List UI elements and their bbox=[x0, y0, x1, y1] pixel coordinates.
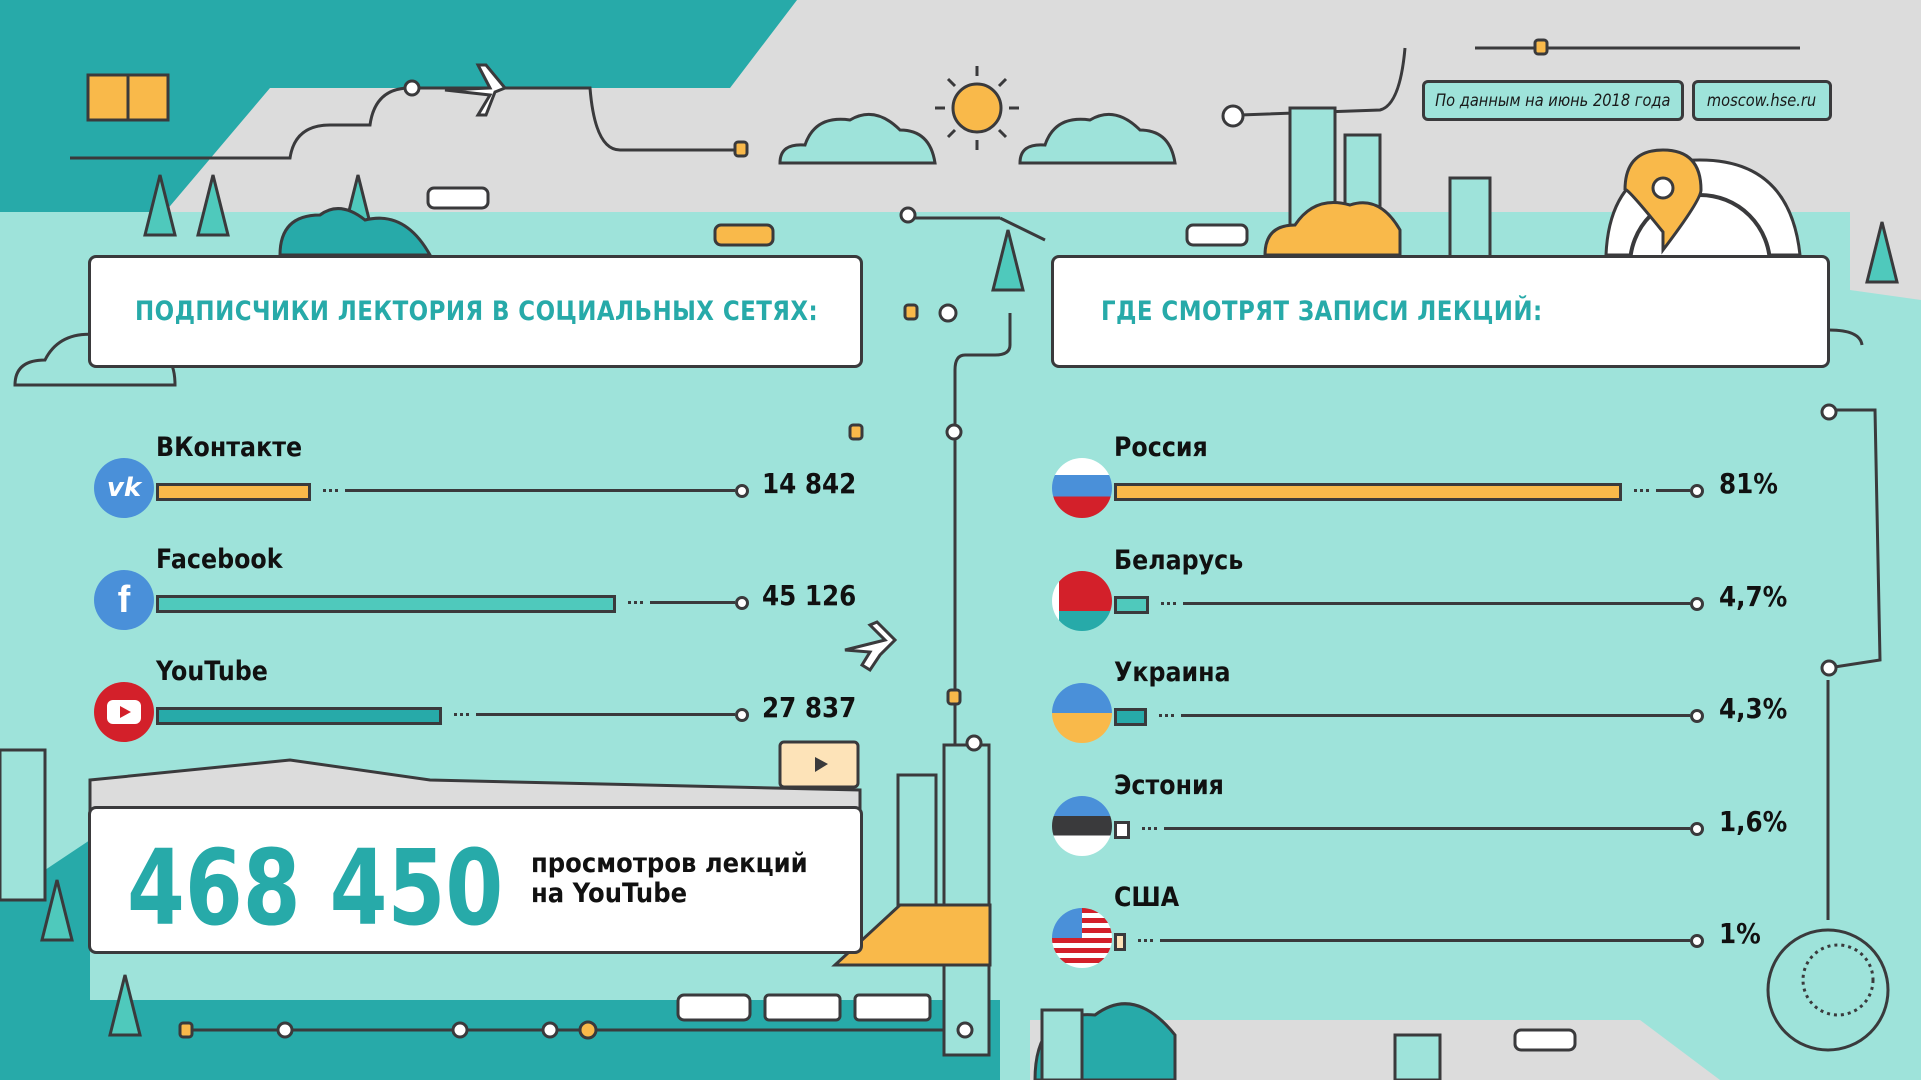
countries-label: Беларусь bbox=[1114, 544, 1244, 576]
social-label: YouTube bbox=[156, 656, 268, 687]
social-value: 27 837 bbox=[762, 691, 857, 724]
social-label: ВКонтакте bbox=[156, 432, 303, 463]
dotted-connector bbox=[1158, 714, 1177, 717]
bar-track bbox=[1163, 826, 1690, 830]
countries-row: США 1% bbox=[1052, 882, 1839, 980]
countries-label: США bbox=[1114, 882, 1180, 913]
track-end-dot bbox=[735, 708, 749, 722]
youtube-views-caption: просмотров лекций на YouTube bbox=[531, 849, 808, 909]
bar-track bbox=[1183, 601, 1690, 605]
bar-track bbox=[476, 713, 735, 716]
book-icon bbox=[86, 73, 170, 122]
countries-value: 1% bbox=[1719, 917, 1761, 950]
russia-flag-icon bbox=[1052, 458, 1112, 518]
ukraine-flag-icon bbox=[1052, 683, 1112, 743]
globe-orbit bbox=[1766, 928, 1890, 1052]
dotted-connector bbox=[1138, 939, 1157, 942]
track-end-dot bbox=[735, 596, 749, 610]
video-screen-icon bbox=[778, 740, 860, 789]
bus-icon bbox=[426, 186, 1577, 1052]
bar-track bbox=[1180, 714, 1690, 717]
date-note-text: По данным на июнь 2018 года bbox=[1435, 90, 1671, 111]
caption-line-2: на YouTube bbox=[531, 878, 688, 909]
dotted-connector bbox=[323, 489, 342, 492]
countries-value: 4,3% bbox=[1719, 692, 1788, 725]
bar-track bbox=[649, 601, 735, 604]
countries-bar bbox=[1114, 483, 1623, 501]
dotted-connector bbox=[454, 713, 473, 716]
countries-bar bbox=[1114, 595, 1150, 614]
bar-track bbox=[345, 489, 735, 492]
countries-title-card: ГДЕ СМОТРЯТ ЗАПИСИ ЛЕКЦИЙ: bbox=[1051, 255, 1830, 368]
youtube-views-number: 468 450 bbox=[127, 827, 504, 949]
track-end-dot bbox=[1690, 596, 1704, 611]
track-end-dot bbox=[735, 484, 749, 498]
social-value: 45 126 bbox=[762, 579, 857, 612]
countries-bar bbox=[1114, 708, 1147, 726]
bar-track bbox=[1160, 939, 1690, 942]
bar-track bbox=[1656, 489, 1690, 492]
countries-row: Россия 81% bbox=[1052, 432, 1839, 530]
dotted-connector bbox=[1634, 489, 1653, 492]
estonia-flag-icon bbox=[1052, 795, 1112, 856]
social-value: 14 842 bbox=[762, 467, 857, 500]
youtube-icon bbox=[94, 682, 154, 742]
countries-row: Украина 4,3% bbox=[1052, 657, 1839, 755]
youtube-views-card: 468 450 просмотров лекций на YouTube bbox=[88, 806, 863, 954]
facebook-icon: f bbox=[94, 570, 154, 630]
dotted-connector bbox=[627, 601, 646, 604]
countries-label: Украина bbox=[1114, 657, 1231, 688]
countries-title: ГДЕ СМОТРЯТ ЗАПИСИ ЛЕКЦИЙ: bbox=[1101, 296, 1543, 327]
belarus-flag-icon bbox=[1052, 570, 1112, 631]
countries-value: 4,7% bbox=[1719, 579, 1788, 613]
track-end-dot bbox=[1690, 709, 1704, 723]
date-note-tag: По данным на июнь 2018 года bbox=[1422, 80, 1684, 121]
social-bar bbox=[156, 707, 443, 725]
social-row: YouTube 27 837 bbox=[94, 656, 882, 754]
caption-line-1: просмотров лекций bbox=[531, 848, 808, 879]
social-title-card: ПОДПИСЧИКИ ЛЕКТОРИЯ В СОЦИАЛЬНЫХ СЕТЯХ: bbox=[88, 255, 863, 368]
social-title: ПОДПИСЧИКИ ЛЕКТОРИЯ В СОЦИАЛЬНЫХ СЕТЯХ: bbox=[135, 296, 819, 327]
track-end-dot bbox=[1690, 821, 1704, 836]
social-label: Facebook bbox=[156, 544, 283, 575]
website-link[interactable]: moscow.hse.ru bbox=[1692, 80, 1832, 121]
track-end-dot bbox=[1690, 934, 1704, 948]
countries-bar bbox=[1114, 820, 1130, 839]
map-pin-icon bbox=[1623, 148, 1703, 255]
vk-icon: vk bbox=[94, 458, 154, 518]
countries-value: 81% bbox=[1719, 467, 1778, 500]
social-bar bbox=[156, 483, 312, 501]
dotted-connector bbox=[1141, 826, 1160, 830]
sun-icon bbox=[935, 66, 1019, 150]
website-link-text[interactable]: moscow.hse.ru bbox=[1707, 90, 1817, 111]
countries-bar bbox=[1114, 933, 1127, 951]
countries-row: Эстония 1,6% bbox=[1052, 770, 1839, 868]
airplane-icon bbox=[444, 63, 898, 673]
countries-label: Эстония bbox=[1114, 769, 1224, 801]
social-bar bbox=[156, 595, 616, 613]
countries-row: Беларусь 4,7% bbox=[1052, 545, 1839, 643]
dotted-connector bbox=[1161, 601, 1180, 605]
countries-label: Россия bbox=[1114, 432, 1208, 463]
track-end-dot bbox=[1690, 484, 1704, 498]
usa-flag-icon bbox=[1052, 908, 1112, 968]
countries-value: 1,6% bbox=[1719, 804, 1788, 838]
